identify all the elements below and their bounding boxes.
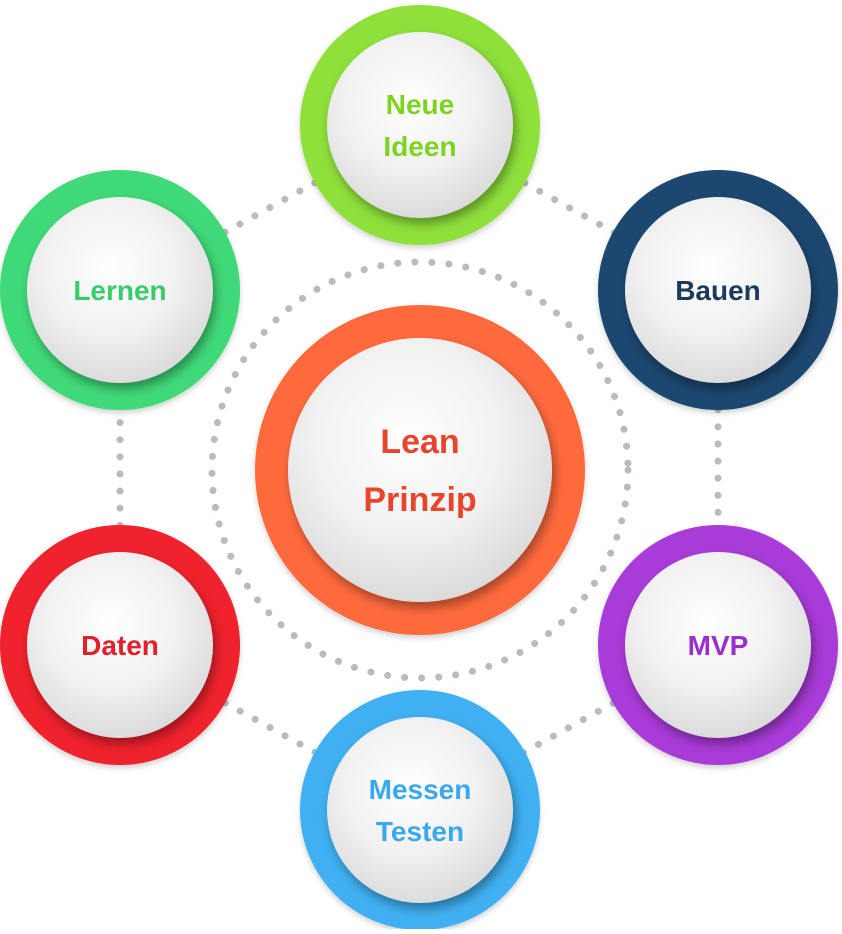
center-disc: [288, 338, 552, 602]
connector-mvp-messen-testen: [416, 641, 722, 814]
node-label-line: Testen: [376, 816, 464, 847]
node-daten: Daten: [0, 525, 240, 765]
node-label-line: Lernen: [73, 275, 166, 306]
node-label-line: Neue: [386, 89, 454, 120]
node-label-line: Messen: [369, 774, 472, 805]
connector-lernen-neue-ideen: [116, 121, 424, 294]
node-disc: [625, 552, 811, 738]
node-disc: [27, 552, 213, 738]
node-label-line: Daten: [81, 630, 159, 661]
node-bauen: Bauen: [598, 170, 838, 410]
node-label-line: MVP: [688, 630, 749, 661]
connector-neue-ideen-bauen: [416, 121, 722, 294]
node-label-line: Bauen: [675, 275, 761, 306]
inner-dotted-ring: [208, 258, 632, 682]
node-disc: [625, 197, 811, 383]
connector-layer: [116, 121, 722, 814]
center-label-line: Lean: [380, 423, 459, 461]
node-mvp: MVP: [598, 525, 838, 765]
node-lernen: Lernen: [0, 170, 240, 410]
node-disc: [27, 197, 213, 383]
node-disc: [327, 32, 513, 218]
node-label-line: Ideen: [383, 131, 456, 162]
center-label-line: Prinzip: [363, 481, 476, 519]
node-disc: [327, 717, 513, 903]
connector-messen-testen-daten: [116, 641, 424, 814]
